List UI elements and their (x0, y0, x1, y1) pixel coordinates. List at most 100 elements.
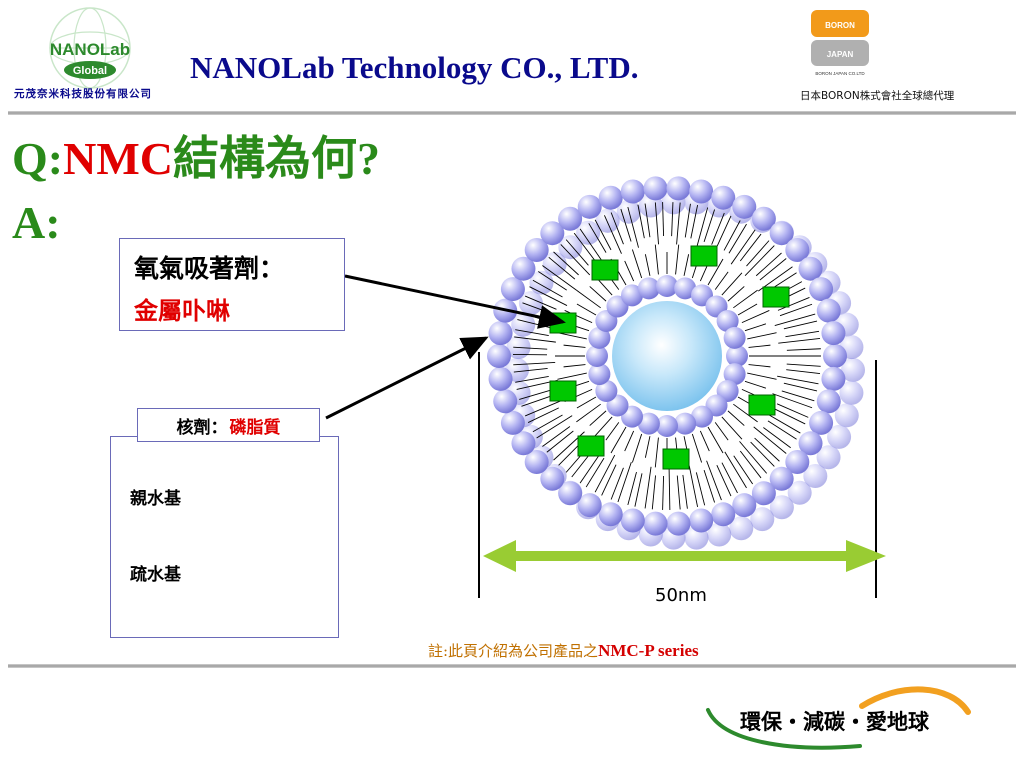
inner-lipid-head (621, 284, 643, 307)
outer-lipid-tail (777, 297, 810, 311)
outer-lipid-head (511, 312, 536, 337)
outer-lipid-tail (755, 252, 782, 277)
inner-lipid-tail (683, 254, 690, 276)
outer-lipid-head (643, 176, 668, 201)
outer-lipid-head (751, 481, 776, 506)
outer-lipid-head (511, 256, 536, 281)
outer-lipid-tail (514, 336, 556, 343)
partner-logo-bottom: JAPAN (827, 50, 854, 59)
outer-lipid-tail (594, 454, 616, 493)
outer-lipid-tail (548, 256, 576, 280)
inner-lipid-tail (557, 332, 587, 340)
outer-lipid-head (798, 256, 823, 281)
outer-lipid-tail (676, 202, 681, 245)
outer-lipid-tail (763, 411, 801, 434)
outer-lipid-tail (783, 320, 818, 330)
nanolab-logo: NANOLab Global (49, 7, 131, 89)
inner-lipid-tail (557, 372, 587, 380)
outer-lipid-head (487, 344, 511, 368)
outer-lipid-head (769, 221, 794, 246)
outer-lipid-tail (671, 202, 674, 237)
outer-lipid-head (488, 366, 513, 391)
outer-lipid-head (500, 410, 525, 435)
absorber-particle (577, 435, 605, 457)
outer-lipid-head (841, 358, 865, 382)
outer-lipid-tail (721, 462, 738, 494)
outer-lipid-tail (542, 426, 571, 447)
outer-lipid-head (827, 424, 852, 449)
outer-lipid-head (732, 194, 757, 219)
outer-lipid-tail (759, 258, 787, 281)
outer-lipid-tail (573, 232, 596, 261)
inner-phospholipid-layer (586, 275, 748, 437)
outer-lipid-tail (553, 251, 579, 276)
question-prefix: Q: (12, 133, 64, 184)
outer-lipid-head (809, 277, 834, 302)
outer-lipid-tail (524, 399, 565, 417)
inner-lipid-tail (733, 289, 758, 309)
company-title: NANOLab Technology CO., LTD. (190, 50, 639, 85)
outer-lipid-tail (594, 219, 612, 251)
inner-lipid-tail (748, 364, 771, 368)
outer-lipid-tail (588, 223, 607, 253)
inner-lipid-tail (727, 286, 745, 302)
outer-lipid-tail (579, 228, 605, 264)
pointer-line-absorber (344, 274, 566, 329)
outer-lipid-head (711, 502, 736, 527)
outer-lipid-tail (728, 223, 747, 254)
phospholipid-legend-box (110, 436, 339, 638)
outer-lipid-head (816, 445, 841, 470)
inner-lipid-tail (744, 380, 767, 389)
outer-lipid-head (558, 481, 583, 506)
scale-label: 50nm (655, 585, 707, 606)
outer-lipid-tail (774, 408, 806, 425)
outer-lipid-tail (774, 313, 816, 326)
outer-lipid-head (524, 237, 549, 262)
outer-lipid-tail (627, 206, 639, 248)
inner-lipid-tail (737, 303, 758, 316)
absorber-particle (690, 245, 718, 267)
outer-lipid-tail (688, 465, 699, 508)
outer-lipid-tail (724, 451, 747, 489)
outer-lipid-tail (542, 265, 577, 291)
outer-lipid-tail (783, 382, 818, 392)
outer-lipid-head (558, 206, 583, 231)
outer-lipid-head (834, 403, 859, 428)
absorber-particle (662, 448, 690, 470)
question-text: 結構為何? (172, 133, 380, 184)
outer-lipid-tail (696, 207, 709, 249)
outer-lipid-tail (617, 462, 632, 503)
outer-lipid-head (729, 516, 754, 541)
hydrophilic-group-label: 親水基 (130, 489, 181, 509)
outer-lipid-tail (634, 473, 643, 507)
inner-lipid-tail (576, 303, 597, 316)
outer-lipid-head (689, 508, 714, 533)
outer-lipid-tail (785, 330, 820, 338)
outer-lipid-head (488, 321, 513, 346)
outer-lipid-tail (778, 337, 821, 344)
inner-lipid-tail (576, 403, 601, 423)
outer-lipid-tail (703, 469, 716, 503)
outer-lipid-tail (637, 204, 645, 239)
outer-lipid-tail (786, 348, 821, 351)
liposome-diagram (487, 176, 865, 550)
outer-lipid-tail (730, 229, 756, 265)
inner-lipid-tail (714, 271, 729, 290)
outer-lipid-head (769, 495, 794, 520)
outer-lipid-head (823, 344, 847, 368)
outer-lipid-head (839, 380, 864, 405)
absorber-particle (748, 394, 776, 416)
inner-lipid-tail (707, 426, 724, 454)
outer-lipid-tail (565, 239, 589, 266)
inner-lipid-head (723, 363, 746, 386)
inner-lipid-tail (564, 310, 593, 324)
outer-lipid-tail (585, 457, 605, 488)
outer-lipid-tail (536, 415, 573, 439)
outer-lipid-tail (668, 467, 671, 510)
outer-lipid-head (558, 235, 583, 260)
outer-lipid-tail (744, 245, 775, 276)
inner-lipid-head (726, 345, 748, 367)
inner-lipid-tail (654, 244, 659, 275)
outer-lipid-head (620, 179, 645, 204)
answer-heading: A: (12, 197, 61, 248)
